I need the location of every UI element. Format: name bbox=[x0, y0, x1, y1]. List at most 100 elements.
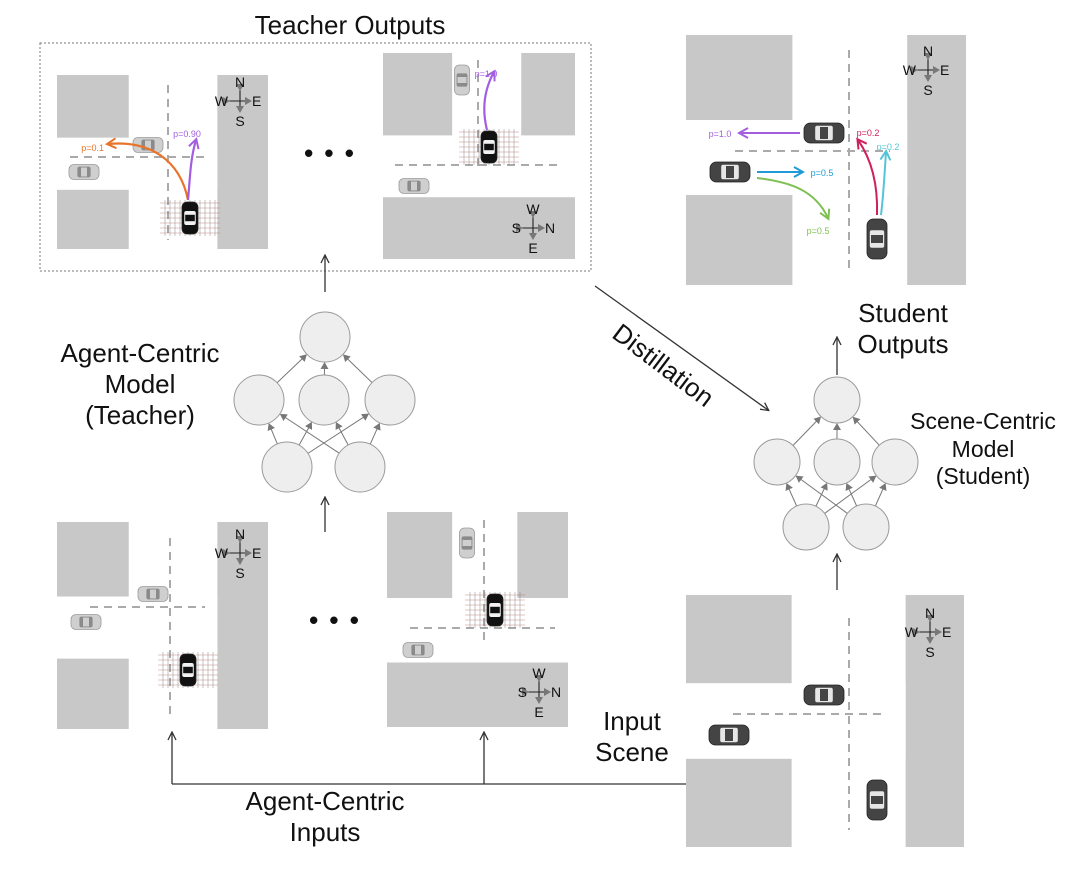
teacher-net-edge bbox=[335, 422, 349, 446]
input-scene-2-car-b-roof bbox=[415, 645, 421, 655]
input-scene-1-ego-car-roof bbox=[183, 666, 193, 674]
student-net-edge bbox=[852, 416, 880, 446]
compass-input-main-bottom: S bbox=[925, 644, 934, 660]
input-scene-1-car-a bbox=[137, 586, 169, 602]
compass-input-2-left: S bbox=[518, 684, 527, 700]
student-outputs-label: Student Outputs bbox=[828, 298, 978, 360]
student-arrow-cyan bbox=[881, 152, 886, 216]
input-scene-line1: Input bbox=[603, 706, 661, 736]
input-scene-2-ego-car bbox=[486, 593, 504, 627]
compass-input-1-left: W bbox=[215, 545, 229, 561]
input-scene-main-car-a bbox=[803, 684, 845, 706]
teacher-scene-1-ego-car-roof bbox=[185, 214, 195, 222]
input-scene-main-car-c bbox=[866, 779, 888, 821]
teacher-scene-1-prob-orange: p=0.1 bbox=[81, 143, 104, 153]
teacher-net-edge bbox=[369, 422, 381, 445]
compass-teacher-1-right: E bbox=[252, 93, 261, 109]
teacher-scene-2-prob-purple: p=1.0 bbox=[475, 69, 498, 79]
student-net-node bbox=[753, 438, 801, 486]
input-scene-1-ego-car bbox=[179, 653, 197, 687]
teacher-label-line1: Agent-Centric bbox=[60, 338, 220, 368]
teacher-scene-2-car-a bbox=[454, 64, 470, 96]
compass-student-out: N SW E bbox=[903, 43, 950, 98]
compass-student-out-bottom: S bbox=[923, 82, 932, 98]
teacher-scene-1-car-b bbox=[68, 164, 100, 180]
student-output-scene bbox=[686, 35, 966, 285]
compass-input-main-right: E bbox=[942, 624, 951, 640]
input-scene-2-ego-car-roof bbox=[490, 606, 500, 614]
compass-input-1-top: N bbox=[235, 526, 245, 542]
input-scene-main-car-a-roof bbox=[820, 689, 828, 701]
ellipsis-top: • • • bbox=[304, 138, 356, 168]
teacher-net-node bbox=[233, 374, 285, 426]
compass-input-1-right: E bbox=[252, 545, 261, 561]
compass-student-out-left: W bbox=[903, 62, 917, 78]
student-net-edge bbox=[824, 475, 877, 514]
student-net-node bbox=[871, 438, 919, 486]
teacher-scene-1-car-a-roof bbox=[145, 140, 151, 150]
student-prob-cyan: p=0.2 bbox=[877, 142, 900, 152]
teacher-scene-2-car-b-roof bbox=[411, 181, 417, 191]
teacher-net-edge bbox=[342, 354, 373, 383]
agent-inputs-label: Agent-Centric Inputs bbox=[200, 786, 450, 848]
input-scene-main-car-b bbox=[708, 724, 750, 746]
compass-student-out-top: N bbox=[923, 43, 933, 59]
teacher-net-edge bbox=[276, 354, 307, 384]
teacher-scene-2-ego-car bbox=[480, 130, 498, 164]
teacher-label-line3: (Teacher) bbox=[85, 400, 195, 431]
student-prob-purple: p=1.0 bbox=[709, 129, 732, 139]
compass-teacher-1-bottom: S bbox=[235, 113, 244, 129]
student-net-node bbox=[813, 438, 861, 486]
student-output-car-b-roof bbox=[726, 166, 734, 178]
teacher-outputs-title: Teacher Outputs bbox=[254, 10, 446, 40]
teacher-net-edge bbox=[307, 413, 370, 454]
agent-inputs-line2: Inputs bbox=[289, 817, 361, 848]
ellipsis-bottom: • • • bbox=[309, 605, 361, 635]
teacher-scene-2-car-b bbox=[398, 178, 430, 194]
agent-inputs-line1: Agent-Centric bbox=[245, 786, 405, 816]
student-net-edge bbox=[845, 483, 858, 507]
teacher-scene-2-arrow-purple bbox=[483, 72, 494, 131]
input-scene-label: Input Scene bbox=[572, 706, 692, 768]
teacher-net-node bbox=[298, 374, 350, 426]
compass-teacher-2-right: N bbox=[545, 220, 555, 236]
student-output-car-a bbox=[803, 122, 845, 144]
student-net-node bbox=[842, 503, 890, 551]
teacher-scene-2-car-a-roof bbox=[457, 77, 467, 83]
input-scene-1-car-b bbox=[70, 614, 102, 630]
input-scene-line2: Scene bbox=[595, 737, 669, 768]
compass-teacher-1: N SW E bbox=[215, 74, 262, 129]
student-prob-red: p=0.2 bbox=[857, 128, 880, 138]
student-label-line1: Scene-Centric bbox=[910, 408, 1056, 434]
compass-input-main-top: N bbox=[925, 605, 935, 621]
compass-input-2-right: N bbox=[551, 684, 561, 700]
input-scene-main-car-b-roof bbox=[725, 729, 733, 741]
compass-student-out-right: E bbox=[940, 62, 949, 78]
student-net-edge bbox=[795, 475, 848, 514]
student-arrow-red bbox=[858, 140, 879, 216]
student-net-edge bbox=[785, 483, 798, 507]
student-net-edge bbox=[792, 416, 822, 446]
teacher-outputs-frame bbox=[39, 42, 592, 272]
student-net-node bbox=[813, 376, 861, 424]
teacher-net-node bbox=[334, 441, 386, 493]
teacher-net-edge bbox=[298, 421, 313, 446]
input-scene-1-car-a-roof bbox=[150, 589, 156, 599]
teacher-net-node bbox=[364, 374, 416, 426]
compass-teacher-2-top: W bbox=[526, 201, 540, 217]
compass-teacher-1-top: N bbox=[235, 74, 245, 90]
student-output-car-c-roof bbox=[871, 235, 883, 243]
student-label-line2: Model bbox=[951, 435, 1015, 462]
student-arrow-green bbox=[756, 177, 828, 218]
teacher-model-label: Agent-Centric Model (Teacher) bbox=[40, 338, 240, 432]
student-net-node bbox=[782, 503, 830, 551]
input-scene-main-car-c-roof bbox=[871, 796, 883, 804]
teacher-net-edge bbox=[279, 413, 340, 454]
compass-teacher-2-bottom: E bbox=[528, 240, 537, 256]
teacher-scene-1-arrow-purple bbox=[186, 140, 196, 201]
compass-teacher-1-left: W bbox=[215, 93, 229, 109]
